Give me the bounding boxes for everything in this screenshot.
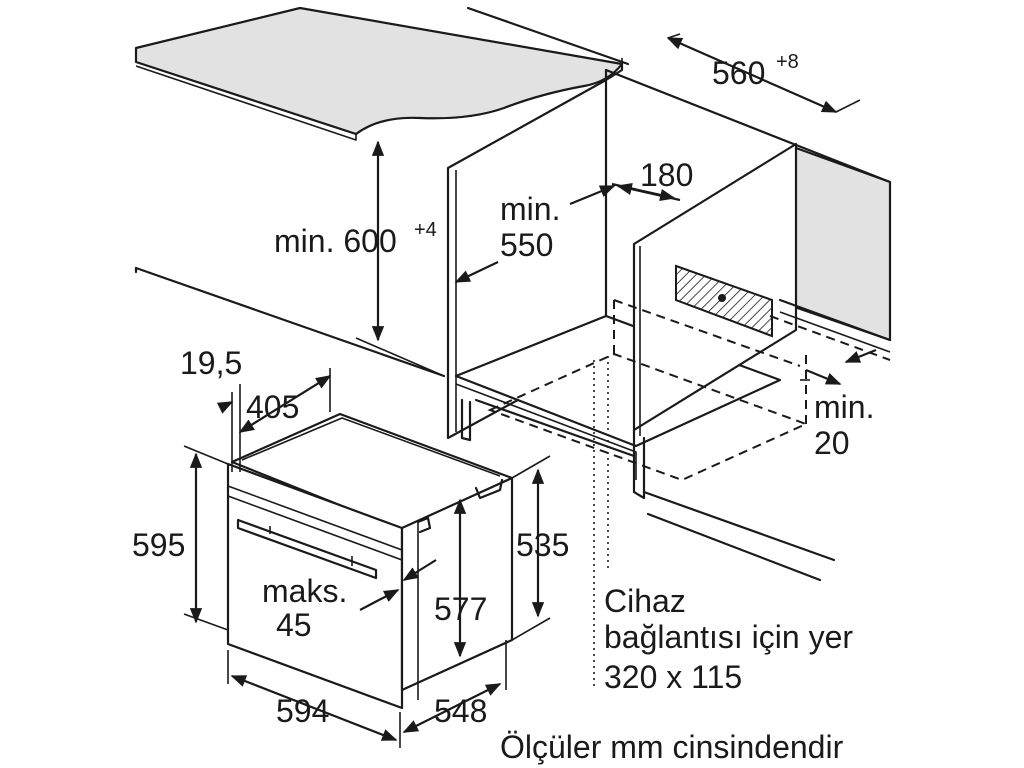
label-body-height: 535	[516, 527, 569, 563]
dimension-lines	[183, 33, 877, 748]
label-niche-width: 560	[712, 55, 765, 91]
oven-handle	[236, 518, 378, 580]
label-vent-gap-b: 20	[814, 425, 850, 461]
label-niche-width-tol: +8	[776, 51, 799, 73]
label-niche-height-tol: +4	[414, 219, 437, 241]
label-niche-depth-a: min.	[500, 191, 560, 227]
label-vent-gap-a: min.	[814, 389, 874, 425]
worktop-edge	[135, 61, 357, 141]
label-units-note: Ölçüler mm cinsindendir	[500, 729, 844, 765]
label-inner-height: 577	[434, 591, 487, 627]
dimension-labels: 560 +8 180 min. 550 min. 600 +4 min. 20 …	[132, 51, 874, 765]
label-oven-height: 595	[132, 527, 185, 563]
label-connection-2: bağlantısı için yer	[604, 619, 853, 655]
label-handle-depth-b: 45	[276, 607, 312, 643]
label-top-clearance: 180	[640, 157, 693, 193]
oven-dashed-outline	[487, 352, 809, 482]
label-handle-depth-a: maks.	[262, 573, 347, 609]
label-front-panel: 19,5	[180, 345, 242, 381]
label-oven-depth: 548	[434, 693, 487, 729]
label-body-width-top: 405	[246, 389, 299, 425]
label-connection-3: 320 x 115	[604, 659, 742, 695]
label-niche-height: min. 600	[274, 223, 397, 259]
label-niche-depth-b: 550	[500, 227, 553, 263]
label-connection-1: Cihaz	[604, 583, 686, 619]
cabinet-structure	[134, 6, 892, 690]
label-oven-width: 594	[276, 693, 329, 729]
oven-appliance	[226, 412, 514, 710]
niche-floor	[454, 314, 782, 448]
oven-front	[226, 462, 404, 710]
connection-point	[718, 294, 726, 302]
worktop	[134, 6, 624, 136]
